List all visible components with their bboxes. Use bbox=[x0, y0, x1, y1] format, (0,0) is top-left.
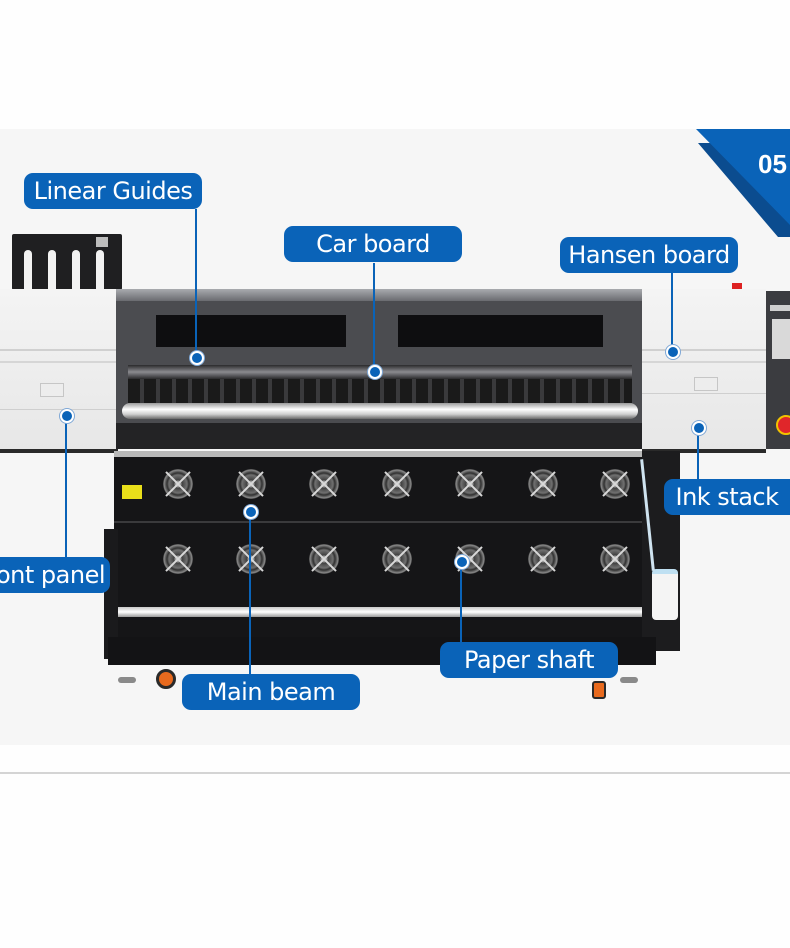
callout-linear-guides: Linear Guides bbox=[24, 173, 202, 209]
foot-right bbox=[620, 677, 638, 683]
anchor-dot-hansen-board bbox=[666, 345, 680, 359]
dryer-unit bbox=[114, 451, 644, 637]
callout-main-beam: Main beam bbox=[182, 674, 360, 710]
section-number: 05 bbox=[758, 149, 787, 179]
anchor-dot-front-panel bbox=[60, 409, 74, 423]
foot-left bbox=[118, 677, 136, 683]
callout-car-board: Car board bbox=[284, 226, 462, 262]
leader-line-main-beam bbox=[249, 513, 251, 675]
leader-line-car-board bbox=[373, 263, 375, 371]
fan-icon bbox=[163, 469, 193, 499]
fan-icon bbox=[528, 469, 558, 499]
ink-bottle bbox=[652, 569, 678, 620]
fan-icon bbox=[382, 544, 412, 574]
callout-front-panel: ont panel bbox=[0, 557, 110, 593]
section-badge-shape bbox=[696, 129, 790, 225]
callout-paper-shaft: Paper shaft bbox=[440, 642, 618, 678]
caster-right bbox=[592, 681, 606, 699]
fan-icon bbox=[600, 469, 630, 499]
product-feature-panel: 05 bbox=[0, 129, 790, 745]
control-panel bbox=[766, 291, 790, 449]
leader-line-paper-shaft bbox=[460, 563, 462, 643]
callout-hansen-board: Hansen board bbox=[560, 237, 738, 273]
leader-line-hansen-board bbox=[671, 273, 673, 351]
leader-line-ink-stack bbox=[697, 429, 699, 483]
fan-icon bbox=[528, 544, 558, 574]
fan-icon bbox=[309, 469, 339, 499]
fan-icon bbox=[236, 544, 266, 574]
ink-tank-rack bbox=[12, 234, 122, 290]
anchor-dot-ink-stack bbox=[692, 421, 706, 435]
anchor-dot-linear-guides bbox=[190, 351, 204, 365]
carriage-housing bbox=[116, 289, 644, 449]
anchor-dot-paper-shaft bbox=[455, 555, 469, 569]
leader-line-front-panel bbox=[65, 415, 67, 559]
fan-icon bbox=[382, 469, 412, 499]
callout-ink-stack: Ink stack bbox=[664, 479, 790, 515]
front-roller bbox=[122, 403, 638, 419]
fan-icon bbox=[600, 544, 630, 574]
fan-icon bbox=[236, 469, 266, 499]
anchor-dot-main-beam bbox=[244, 505, 258, 519]
anchor-dot-car-board bbox=[368, 365, 382, 379]
fan-icon bbox=[455, 469, 485, 499]
left-housing bbox=[0, 289, 118, 453]
fan-icon bbox=[309, 544, 339, 574]
printer-illustration bbox=[0, 129, 790, 745]
fan-icon bbox=[163, 544, 193, 574]
section-divider bbox=[0, 772, 790, 774]
leader-line-linear-guides bbox=[195, 209, 197, 357]
section-badge bbox=[696, 129, 790, 237]
caster-left bbox=[156, 669, 176, 689]
